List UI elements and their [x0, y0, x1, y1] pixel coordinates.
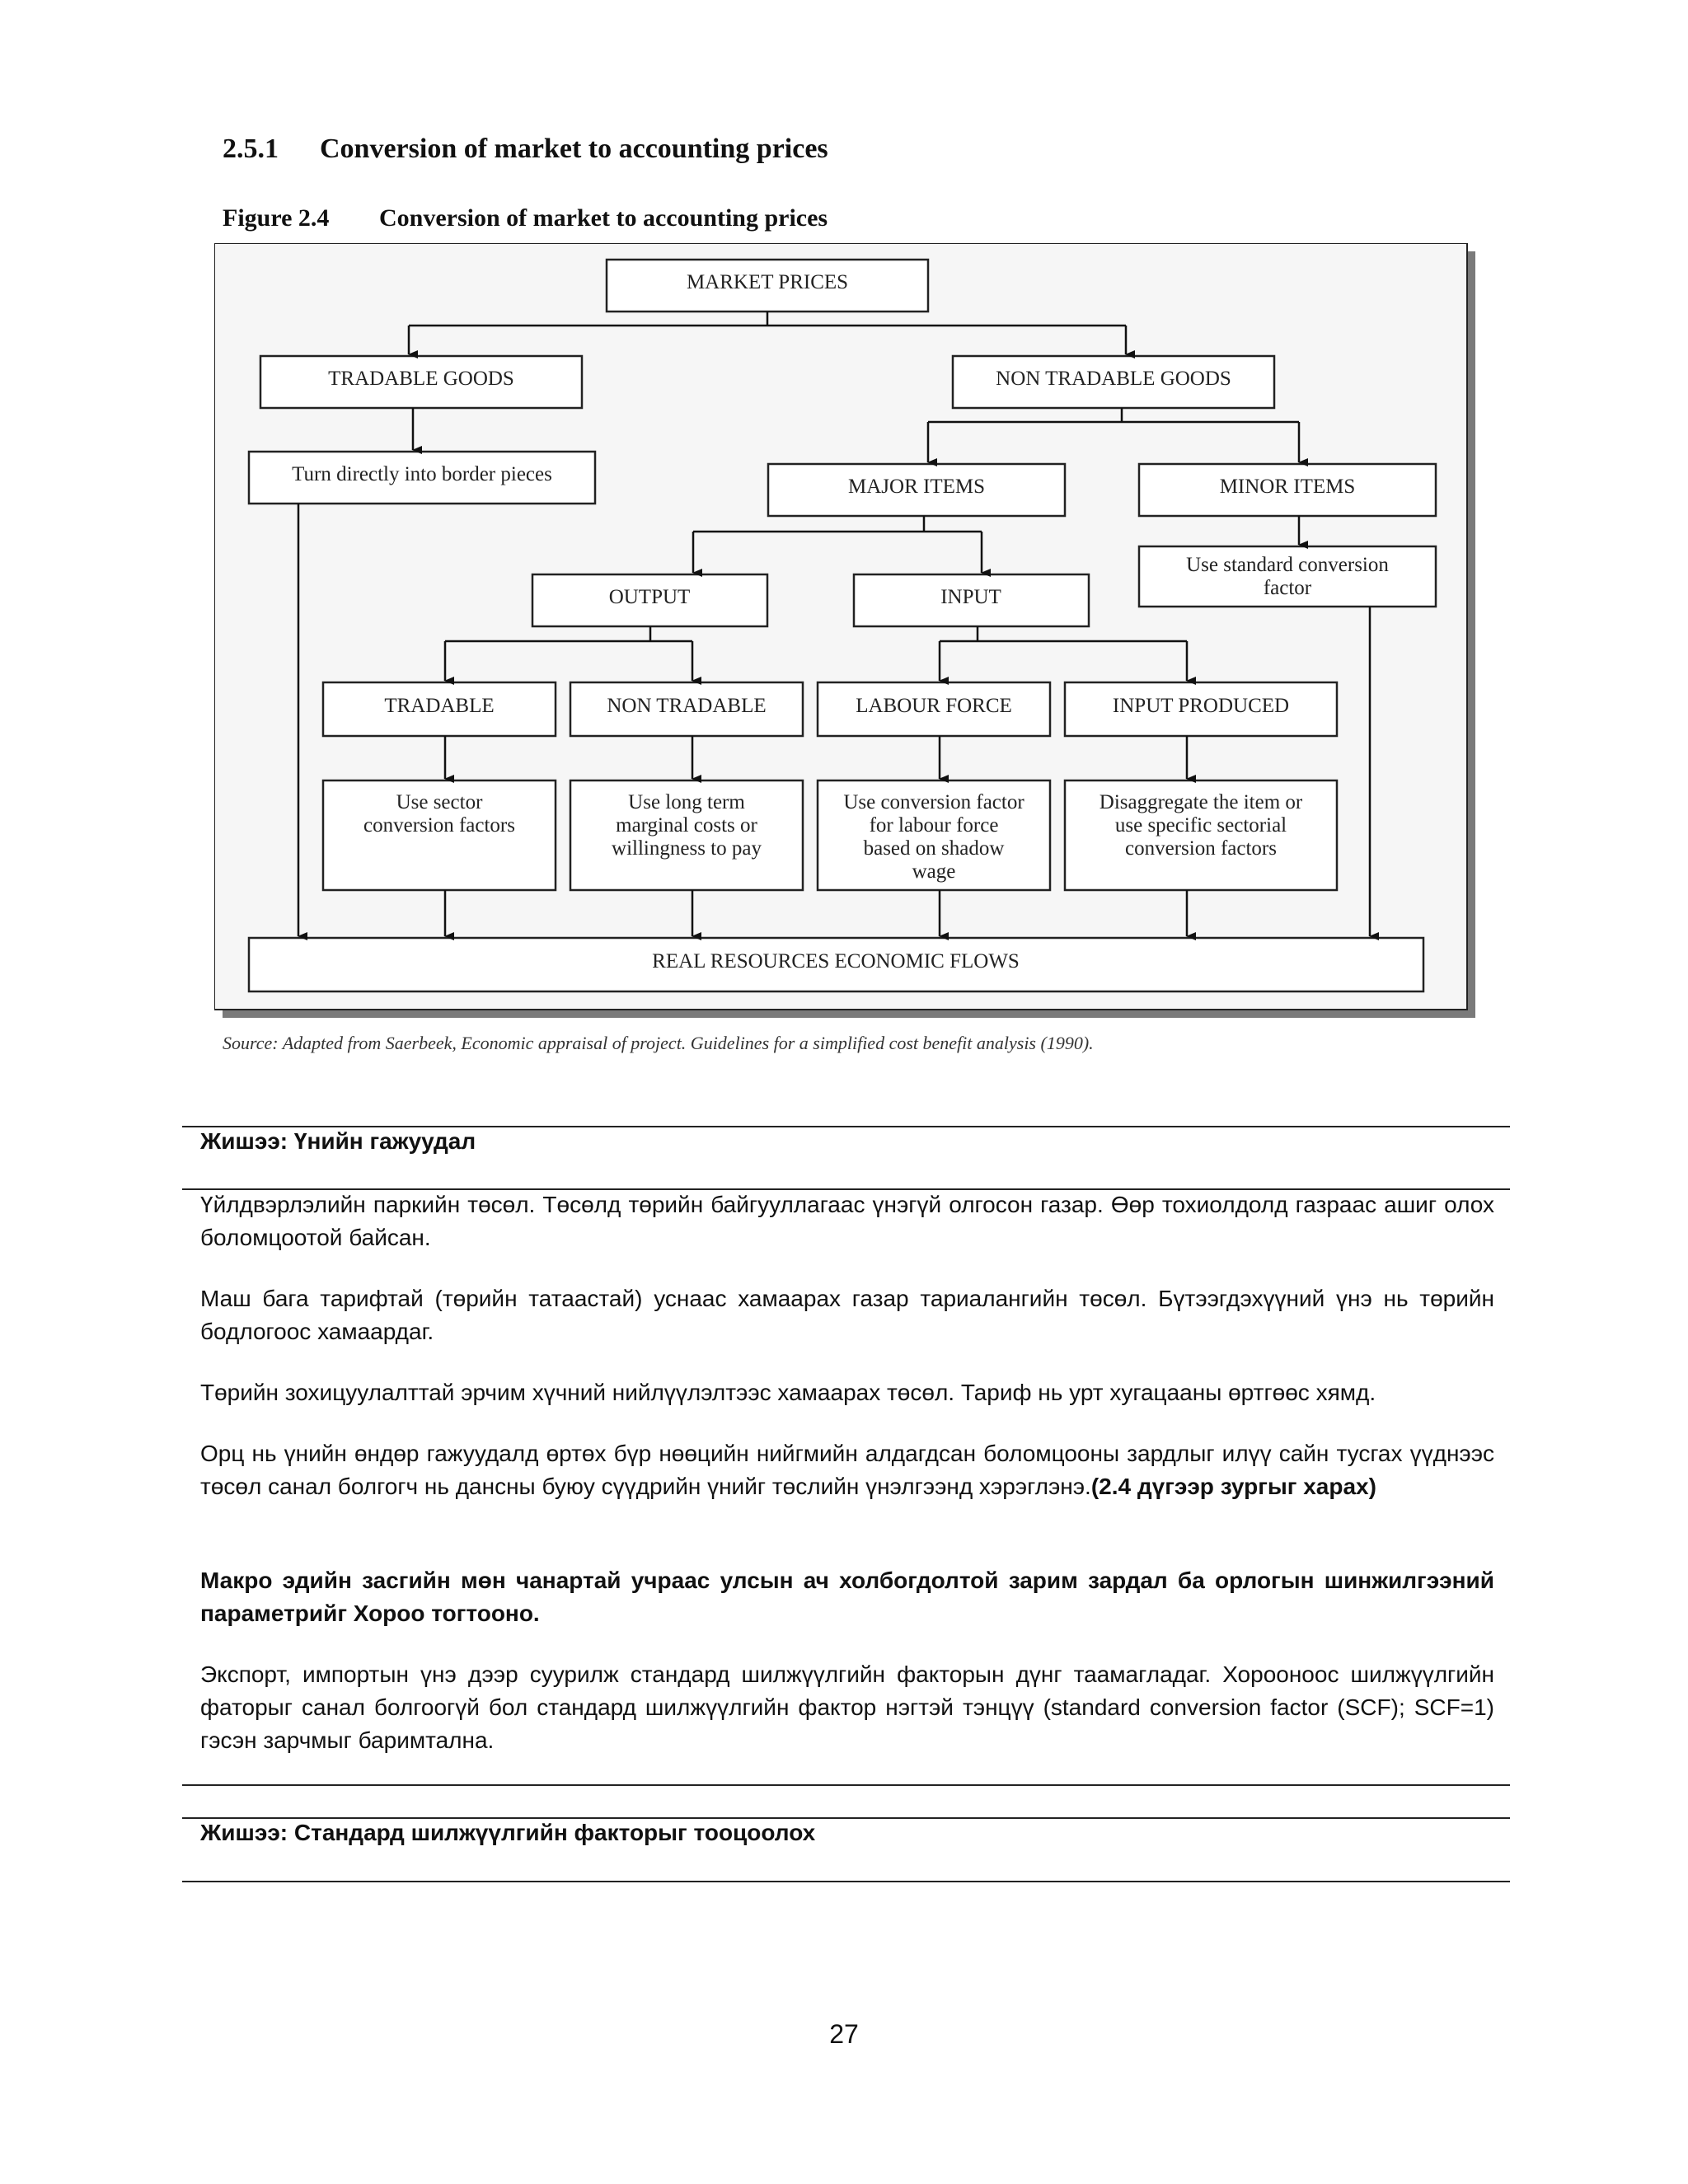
example1-label: Жишээ: Үнийн гажуудал — [200, 1128, 476, 1154]
example1-top-rule — [182, 1126, 1510, 1127]
label-shadow-wage-3: based on shadow — [864, 837, 1005, 860]
box-tradable-goods — [259, 354, 584, 410]
label-labour-force: LABOUR FORCE — [856, 695, 1012, 717]
label-major-items: MAJOR ITEMS — [848, 476, 985, 498]
label-standard-conversion-2: factor — [1264, 577, 1312, 599]
label-market-prices: MARKET PRICES — [687, 271, 848, 293]
label-output: OUTPUT — [609, 586, 691, 608]
box-disaggregate — [1063, 779, 1339, 892]
label-standard-conversion-1: Use standard conversion — [1186, 554, 1389, 576]
box-real-resources — [247, 936, 1425, 993]
box-market-prices — [605, 258, 930, 313]
box-minor-items — [1137, 462, 1437, 518]
label-long-term-costs-3: willingness to pay — [612, 837, 762, 860]
box-standard-conversion — [1137, 545, 1437, 608]
box-shadow-wage — [816, 779, 1052, 892]
box-labour-force — [816, 681, 1052, 738]
label-disaggregate-2: use specific sectorial — [1115, 814, 1287, 837]
label-shadow-wage-1: Use conversion factor — [843, 791, 1025, 813]
label-input: INPUT — [940, 586, 1001, 608]
box-tradable — [321, 681, 557, 738]
box-non-tradable-goods — [951, 354, 1276, 410]
label-disaggregate-3: conversion factors — [1125, 837, 1277, 860]
box-input — [852, 573, 1090, 628]
flowchart-figure: MARKET PRICES TRADABLE GOODS NON TRADABL… — [214, 243, 1475, 1018]
example1-paragraph-6: Экспорт, импортын үнэ дээр суурилж станд… — [200, 1661, 1494, 1753]
section-title: Conversion of market to accounting price… — [320, 134, 828, 164]
label-disaggregate-1: Disaggregate the item or — [1100, 791, 1303, 813]
example2-top-rule — [182, 1817, 1510, 1819]
example2-bottom-rule — [182, 1881, 1510, 1882]
label-non-tradable-goods: NON TRADABLE GOODS — [996, 368, 1231, 390]
box-sector-factors — [321, 779, 557, 892]
paragraph-4-text: Орц нь үнийн өндөр гажуудалд өртөх бүр н… — [200, 1441, 1494, 1499]
label-long-term-costs-1: Use long term — [628, 791, 745, 813]
label-input-produced: INPUT PRODUCED — [1113, 695, 1289, 717]
label-long-term-costs-2: marginal costs or — [616, 814, 757, 837]
label-shadow-wage-2: for labour force — [870, 814, 999, 837]
label-minor-items: MINOR ITEMS — [1220, 476, 1356, 498]
example1-label-rule — [182, 1188, 1510, 1190]
page-number: 27 — [829, 2019, 859, 2049]
figure-title: Conversion of market to accounting price… — [379, 204, 828, 232]
box-border-prices — [247, 450, 597, 505]
figure-reference: (2.4 дүгээр зургыг харах) — [1090, 1474, 1376, 1499]
section-heading: 2.5.1 Conversion of market to accounting … — [223, 134, 828, 165]
example2-label: Жишээ: Стандард шилжүүлгийн факторыг тоо… — [200, 1820, 816, 1845]
box-major-items — [767, 462, 1067, 518]
example1-paragraph-3: Төрийн зохицуулалттай эрчим хүчний нийлү… — [200, 1380, 1376, 1405]
label-non-tradable: NON TRADABLE — [607, 695, 766, 717]
label-sector-factors-2: conversion factors — [363, 814, 515, 837]
example1-paragraph-5: Макро эдийн засгийн мөн чанартай учраас … — [200, 1568, 1494, 1626]
label-tradable: TRADABLE — [384, 695, 494, 717]
box-input-produced — [1063, 681, 1339, 738]
example1-paragraph-2: Маш бага тарифтай (төрийн татаастай) усн… — [200, 1286, 1494, 1344]
label-real-resources: REAL RESOURCES ECONOMIC FLOWS — [652, 950, 1020, 972]
label-shadow-wage-4: wage — [912, 860, 956, 883]
figure-caption: Figure 2.4 Conversion of market to accoun… — [223, 204, 828, 232]
label-sector-factors-1: Use sector — [396, 791, 483, 813]
label-border-prices: Turn directly into border pieces — [292, 463, 552, 485]
section-number: 2.5.1 — [223, 134, 279, 164]
figure-source-note: Source: Adapted from Saerbeek, Economic … — [223, 1033, 1094, 1053]
figure-number: Figure 2.4 — [223, 204, 330, 232]
example1-paragraph-4: Орц нь үнийн өндөр гажуудалд өртөх бүр н… — [200, 1437, 1494, 1503]
label-tradable-goods: TRADABLE GOODS — [328, 368, 514, 390]
example1-bottom-rule — [182, 1784, 1510, 1786]
box-non-tradable — [569, 681, 804, 738]
example1-paragraph-1: Үйлдвэрлэлийн паркийн төсөл. Төсөлд төри… — [200, 1192, 1494, 1250]
box-output — [531, 573, 769, 628]
box-long-term-costs — [569, 779, 804, 892]
